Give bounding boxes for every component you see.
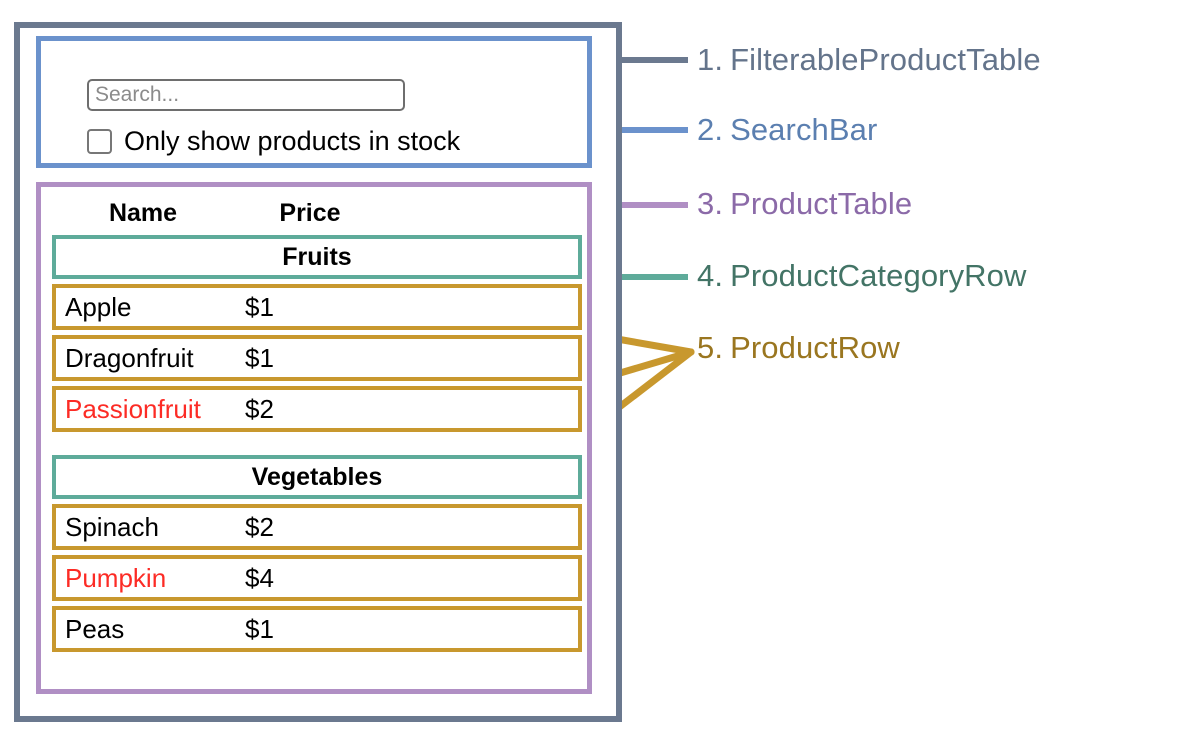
product-row: Apple $1	[52, 284, 582, 330]
annotation-label: SearchBar	[730, 112, 878, 147]
product-category-row: Vegetables	[52, 455, 582, 499]
in-stock-filter-row[interactable]: Only show products in stock	[87, 128, 460, 155]
product-name: Dragonfruit	[65, 342, 194, 373]
product-price: $4	[245, 562, 274, 593]
product-price: $2	[245, 511, 274, 542]
annotation-label: ProductCategoryRow	[730, 258, 1027, 293]
product-price: $1	[245, 342, 274, 373]
product-name: Apple	[65, 291, 132, 322]
filterable-product-table-frame: Only show products in stock Name Price F…	[14, 22, 622, 722]
annotation-number: 2.	[697, 112, 724, 147]
product-category-row: Fruits	[52, 235, 582, 279]
product-price: $2	[245, 393, 274, 424]
product-name: Peas	[65, 613, 125, 644]
product-row: Peas $1	[52, 606, 582, 652]
search-bar-frame: Only show products in stock	[36, 36, 592, 168]
product-name: Passionfruit	[65, 393, 201, 424]
product-price: $1	[245, 613, 274, 644]
product-name: Spinach	[65, 511, 159, 542]
product-table-body: Name Price Fruits Apple $1 Dragonfruit $…	[52, 191, 582, 657]
product-row: Spinach $2	[52, 504, 582, 550]
annotation-number: 3.	[697, 186, 724, 221]
product-row: Dragonfruit $1	[52, 335, 582, 381]
annotation-label: FilterableProductTable	[730, 42, 1041, 77]
column-header-name: Name	[108, 198, 178, 227]
product-price: $1	[245, 291, 274, 322]
only-in-stock-label: Only show products in stock	[124, 126, 461, 156]
product-row: Pumpkin $4	[52, 555, 582, 601]
annotation-label: ProductTable	[730, 186, 913, 221]
product-table-frame: Name Price Fruits Apple $1 Dragonfruit $…	[36, 182, 592, 694]
annotation-product-table: 3.ProductTable	[697, 186, 912, 222]
product-table-header-row: Name Price	[52, 191, 582, 235]
product-row: Passionfruit $2	[52, 386, 582, 432]
annotation-label: ProductRow	[730, 330, 900, 365]
annotation-number: 4.	[697, 258, 724, 293]
column-header-price: Price	[279, 198, 341, 227]
annotation-number: 1.	[697, 42, 724, 77]
search-input[interactable]	[87, 79, 405, 111]
only-in-stock-checkbox[interactable]	[87, 129, 112, 154]
annotation-product-category-row: 4.ProductCategoryRow	[697, 258, 1027, 294]
annotation-number: 5.	[697, 330, 724, 365]
product-name: Pumpkin	[65, 562, 167, 593]
annotation-filterable-product-table: 1.FilterableProductTable	[697, 42, 1041, 78]
annotation-product-row: 5.ProductRow	[697, 330, 900, 366]
annotation-search-bar: 2.SearchBar	[697, 112, 877, 148]
